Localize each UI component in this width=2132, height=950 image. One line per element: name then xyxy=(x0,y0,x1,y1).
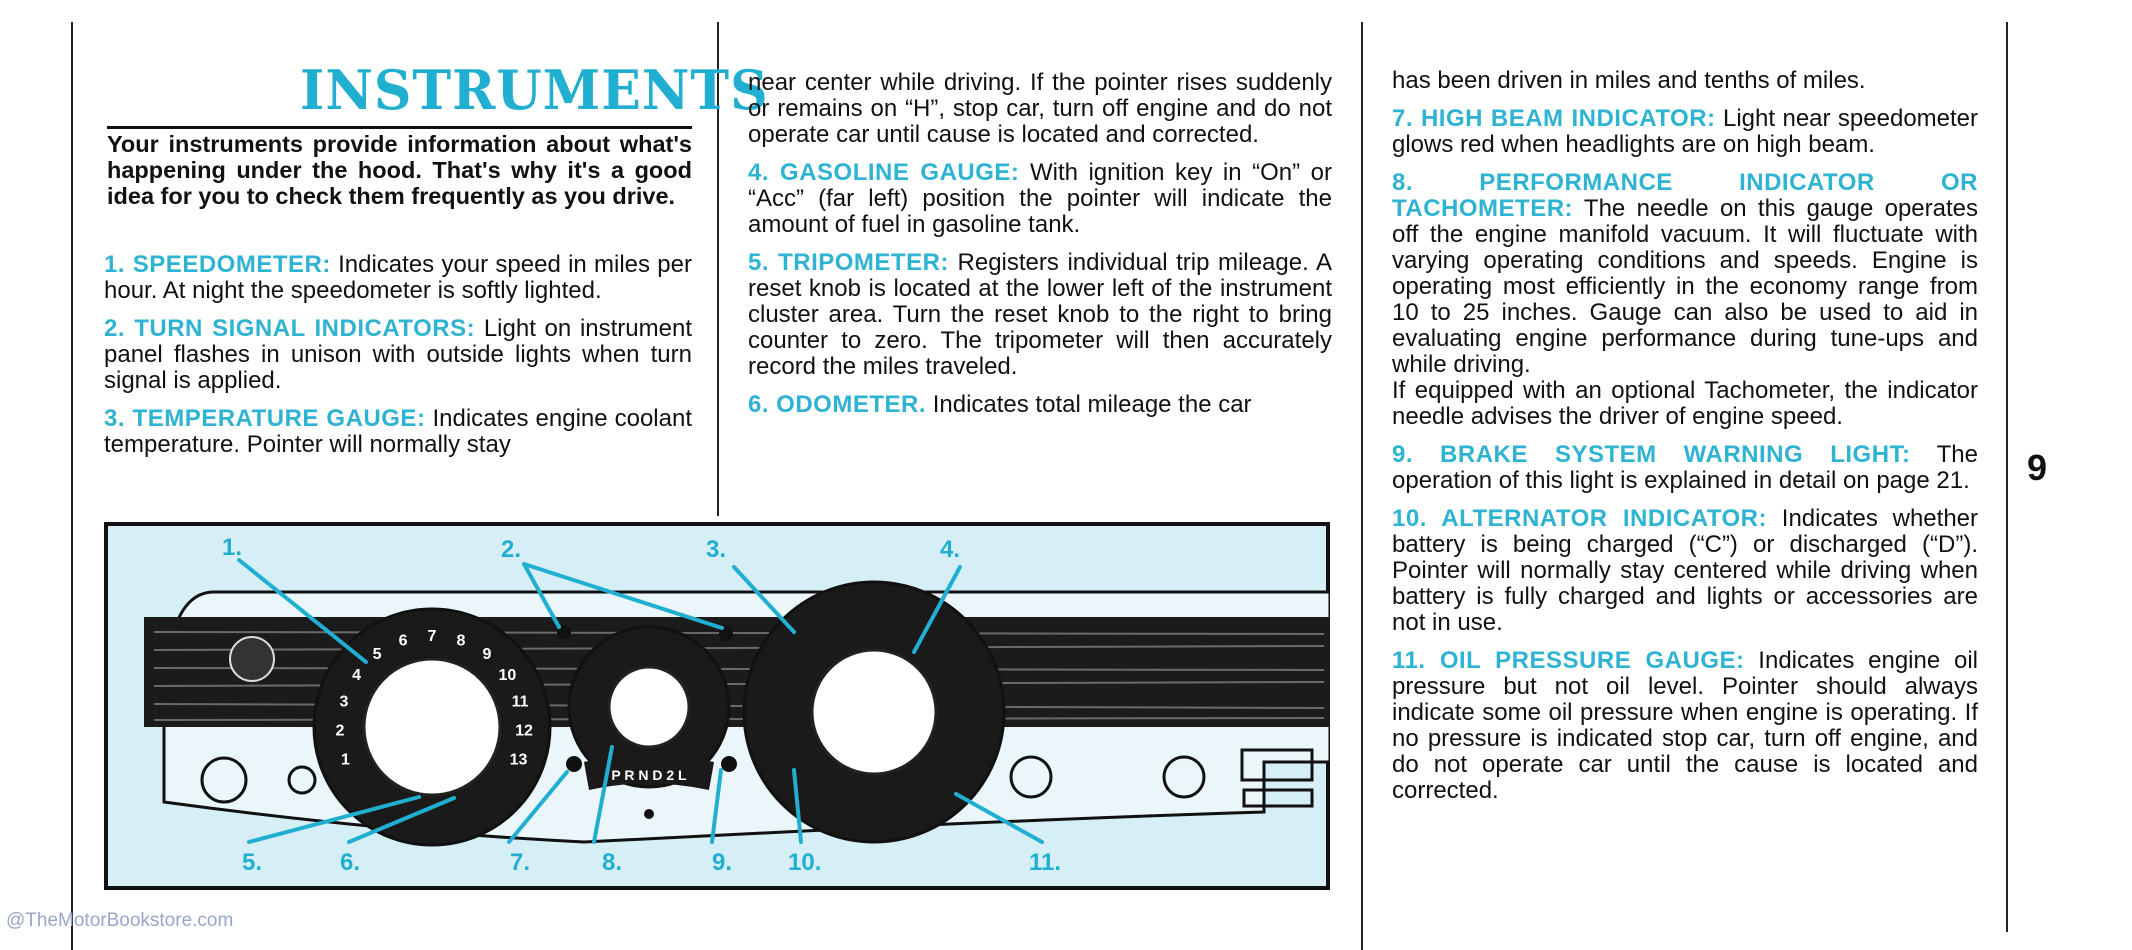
callout-labels: 1. 2. 3. 4. 5. 6. 7. 8. 9. 10. 11. xyxy=(222,534,1061,876)
callout-1: 1. xyxy=(222,534,242,561)
callout-5: 5. xyxy=(242,849,262,876)
callout-2: 2. xyxy=(501,536,521,563)
item-temperature-cont: near center while driving. If the pointe… xyxy=(748,69,1332,148)
watermark: @TheMotorBookstore.com xyxy=(6,910,234,931)
item-turn-signal: 2. TURN SIGNAL INDICATORS: Light on inst… xyxy=(104,315,692,394)
speedo-number: 4 xyxy=(352,667,361,684)
item-gasoline: 4. GASOLINE GAUGE: With ignition key in … xyxy=(748,159,1333,238)
gear-indicator-letters: P R N D 2 L xyxy=(611,767,687,783)
item-temperature: 3. TEMPERATURE GAUGE: Indicates engine c… xyxy=(104,405,692,458)
item-speedometer: 1. SPEEDOMETER: Indicates your speed in … xyxy=(104,251,692,304)
page-number: 9 xyxy=(2027,447,2048,488)
item-oil-pressure: 11. OIL PRESSURE GAUGE: Indicates engine… xyxy=(1392,647,1979,804)
column-2: near center while driving. If the pointe… xyxy=(748,70,1332,430)
callout-leaders xyxy=(237,558,1044,844)
speedo-number: 2 xyxy=(336,723,345,740)
speedo-number: 12 xyxy=(515,723,533,740)
speedo-number: 9 xyxy=(482,646,491,663)
page-title: INSTRUMENTS xyxy=(300,58,769,123)
speedo-number: 11 xyxy=(512,694,529,711)
callout-10: 10. xyxy=(788,849,821,876)
light-switch-knob xyxy=(229,636,275,682)
speedo-number: 5 xyxy=(373,646,382,663)
indicator-lamps xyxy=(557,625,737,819)
item-high-beam: 7. HIGH BEAM INDICATOR: Light near speed… xyxy=(1392,105,1979,158)
column-1: 1. SPEEDOMETER: Indicates your speed in … xyxy=(104,252,692,470)
speedo-number: 1 xyxy=(341,752,350,769)
item-alternator: 10. ALTERNATOR INDICATOR: Indicates whet… xyxy=(1392,505,1979,636)
gear-indicator xyxy=(584,754,714,790)
performance-gauge xyxy=(567,625,731,789)
speedo-number: 7 xyxy=(428,628,437,645)
callout-9: 9. xyxy=(712,849,732,876)
item-tripometer: 5. TRIPOMETER: Registers individual trip… xyxy=(748,249,1333,380)
page-edge-rule xyxy=(2006,22,2008,932)
left-rule xyxy=(71,22,73,950)
callout-7: 7. xyxy=(510,849,530,876)
speedo-number: 3 xyxy=(339,694,348,711)
item-odometer: 6. ODOMETER. Indicates total mileage the… xyxy=(748,391,1252,418)
callout-6: 6. xyxy=(340,849,360,876)
speedo-number: 8 xyxy=(456,633,465,650)
intro-paragraph: Your instruments provide information abo… xyxy=(107,131,692,209)
item-performance-tach: If equipped with an optional Tachometer,… xyxy=(1392,377,1978,430)
callout-11: 11. xyxy=(1029,849,1061,876)
callout-3: 3. xyxy=(706,536,726,563)
speedo-number: 10 xyxy=(499,667,517,684)
item-brake: 9. BRAKE SYSTEM WARNING LIGHT: The opera… xyxy=(1392,441,1978,494)
speedo-number: 13 xyxy=(510,752,528,769)
title-underline xyxy=(107,126,692,129)
speedo-number: 6 xyxy=(399,633,408,650)
center-rule xyxy=(717,22,719,516)
lower-controls xyxy=(200,748,1314,808)
item-performance: 8. PERFORMANCE INDICATOR OR TACHOMETER: … xyxy=(1392,169,1979,378)
fuel-temp-oil-alternator-cluster xyxy=(742,580,1006,844)
right-rule xyxy=(1361,22,1363,950)
item-odometer-cont: has been driven in miles and tenths of m… xyxy=(1392,67,1866,94)
callout-4: 4. xyxy=(940,536,960,563)
column-3: has been driven in miles and tenths of m… xyxy=(1392,68,1978,816)
callout-8: 8. xyxy=(602,849,622,876)
